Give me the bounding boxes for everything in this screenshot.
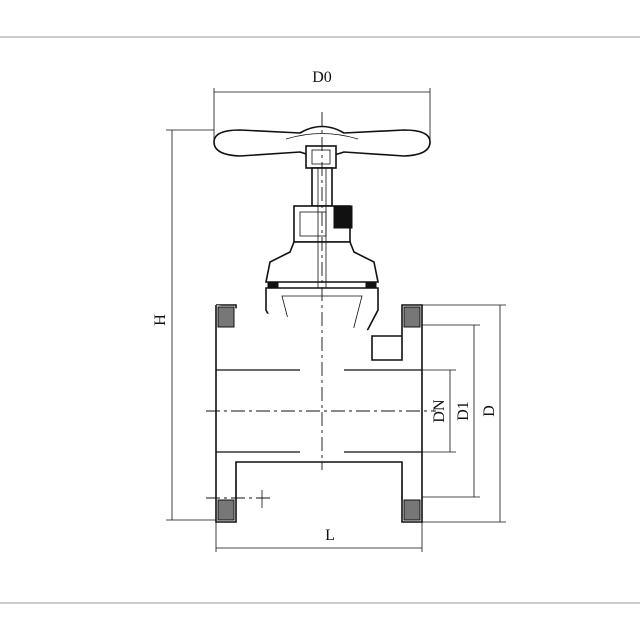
label-h: H xyxy=(152,314,169,326)
dim-d0: D0 xyxy=(213,69,431,140)
dim-d1: D1 xyxy=(422,324,480,498)
label-d0: D0 xyxy=(312,69,332,86)
label-dn: DN xyxy=(431,399,448,423)
dim-d: D xyxy=(422,304,506,523)
label-l: L xyxy=(325,527,335,544)
left-end xyxy=(215,304,423,523)
dim-h: H xyxy=(152,129,216,521)
dim-dn: DN xyxy=(422,369,456,453)
label-d: D xyxy=(481,405,498,417)
label-d1: D1 xyxy=(455,401,472,421)
dim-l: L xyxy=(215,522,423,552)
